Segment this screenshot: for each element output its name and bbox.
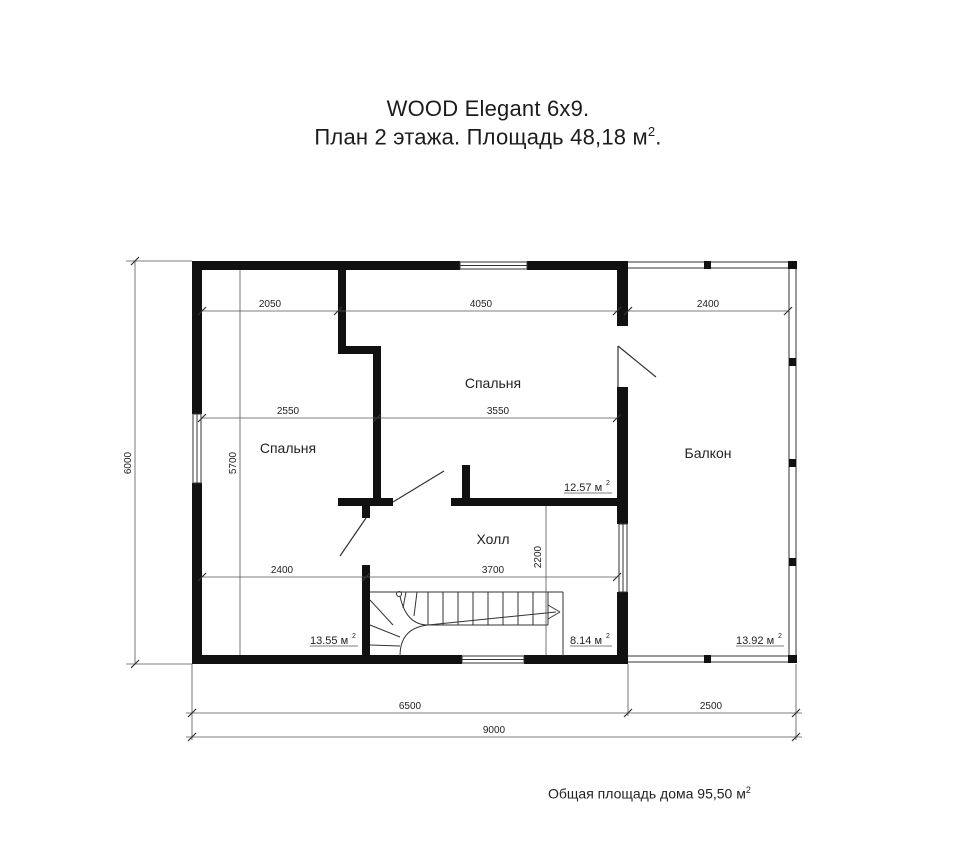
room-bedroom-left: Спальня	[260, 440, 316, 456]
dim-2200: 2200	[533, 545, 544, 568]
svg-text:2: 2	[606, 480, 610, 487]
dim-4050: 4050	[470, 299, 493, 310]
svg-text:8.14 м: 8.14 м	[570, 635, 602, 647]
area-hall: 8.14 м 2	[570, 633, 610, 647]
plan-title-line2: План 2 этажа. Площадь 48,18 м2.	[314, 124, 662, 150]
balcony-posts	[704, 261, 797, 663]
area-bedroom-top: 12.57 м 2	[564, 480, 610, 494]
door-swings	[339, 345, 657, 557]
room-hall: Холл	[477, 531, 510, 547]
dim-2050: 2050	[259, 299, 282, 310]
staircase	[369, 591, 564, 657]
outer-walls	[192, 261, 628, 664]
dim-2550: 2550	[277, 406, 300, 417]
total-house-area: Общая площадь дома 95,50 м2	[548, 785, 751, 802]
dim-2500: 2500	[700, 701, 723, 712]
dimension-lines	[126, 260, 802, 740]
svg-text:2: 2	[606, 633, 610, 640]
svg-text:13.55 м: 13.55 м	[310, 635, 348, 647]
plan-title-line1: WOOD Elegant 6x9.	[386, 96, 590, 121]
svg-text:2: 2	[352, 633, 356, 640]
dim-9000: 9000	[483, 725, 506, 736]
dim-6500: 6500	[399, 701, 422, 712]
dim-2400-top: 2400	[697, 299, 720, 310]
dim-3550: 3550	[487, 406, 510, 417]
area-balcony: 13.92 м 2	[736, 633, 782, 647]
windows	[192, 261, 628, 664]
dim-5700: 5700	[228, 451, 239, 474]
room-balcony: Балкон	[685, 445, 732, 461]
balcony-railing	[628, 261, 797, 663]
svg-text:13.92 м: 13.92 м	[736, 635, 774, 647]
svg-text:12.57 м: 12.57 м	[564, 482, 602, 494]
area-bedroom-left: 13.55 м 2	[310, 633, 356, 647]
dim-2400-mid: 2400	[271, 565, 294, 576]
dim-3700: 3700	[482, 565, 505, 576]
dimension-ticks	[130, 256, 801, 742]
dim-6000: 6000	[123, 451, 134, 474]
room-bedroom-top: Спальня	[465, 375, 521, 391]
interior-walls	[338, 270, 621, 659]
svg-text:2: 2	[778, 633, 782, 640]
